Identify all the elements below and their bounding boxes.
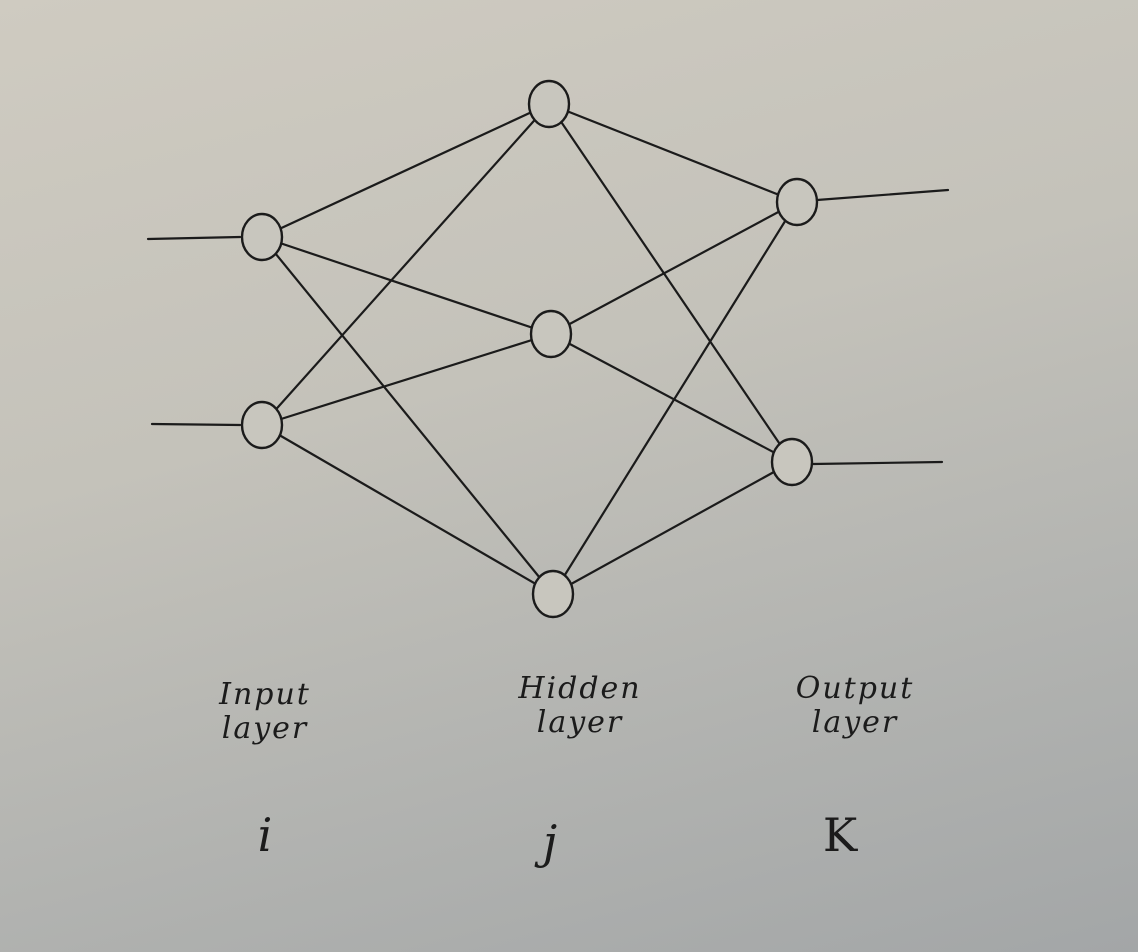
edge-input-1-to-hidden-2	[260, 235, 553, 336]
output-node-2	[770, 437, 814, 487]
edge-hidden-3-to-output-2	[551, 460, 794, 596]
edge-hidden-1-to-output-1	[547, 102, 799, 204]
output-layer-label: Output layer	[770, 672, 940, 740]
input-node-1	[240, 212, 284, 262]
input-layer-label-line2: layer	[221, 711, 309, 746]
hidden-layer-label: Hidden layer	[495, 672, 665, 740]
hidden-layer-label-line2: layer	[536, 705, 624, 740]
hidden-node-2	[529, 309, 573, 359]
hidden-layer-label-line1: Hidden	[518, 671, 642, 706]
hidden-node-3	[531, 569, 575, 619]
output-layer-label-line2: layer	[811, 705, 899, 740]
output-line-2	[811, 460, 944, 466]
input-layer-index: i	[257, 808, 273, 862]
edge-hidden-1-to-output-2	[547, 102, 794, 464]
input-line-1	[146, 235, 242, 241]
edge-hidden-3-to-output-1	[551, 200, 799, 596]
edge-hidden-2-to-output-1	[549, 200, 799, 336]
input-line-2	[150, 422, 242, 427]
output-layer-index: K	[822, 808, 858, 862]
hidden-layer-index: j	[542, 815, 558, 869]
edge-input-2-to-hidden-2	[260, 332, 553, 427]
edge-input-2-to-hidden-1	[260, 102, 551, 427]
edge-input-1-to-hidden-3	[260, 235, 555, 596]
input-layer-label: Input layer	[180, 678, 350, 746]
edge-input-2-to-hidden-3	[260, 423, 555, 596]
hidden-node-1	[527, 79, 571, 129]
input-node-2	[240, 400, 284, 450]
output-line-1	[815, 188, 950, 202]
output-node-1	[775, 177, 819, 227]
edge-input-1-to-hidden-1	[260, 102, 551, 239]
output-layer-label-line1: Output	[795, 671, 915, 706]
input-layer-label-line1: Input	[219, 677, 311, 712]
edge-hidden-2-to-output-2	[549, 332, 794, 464]
